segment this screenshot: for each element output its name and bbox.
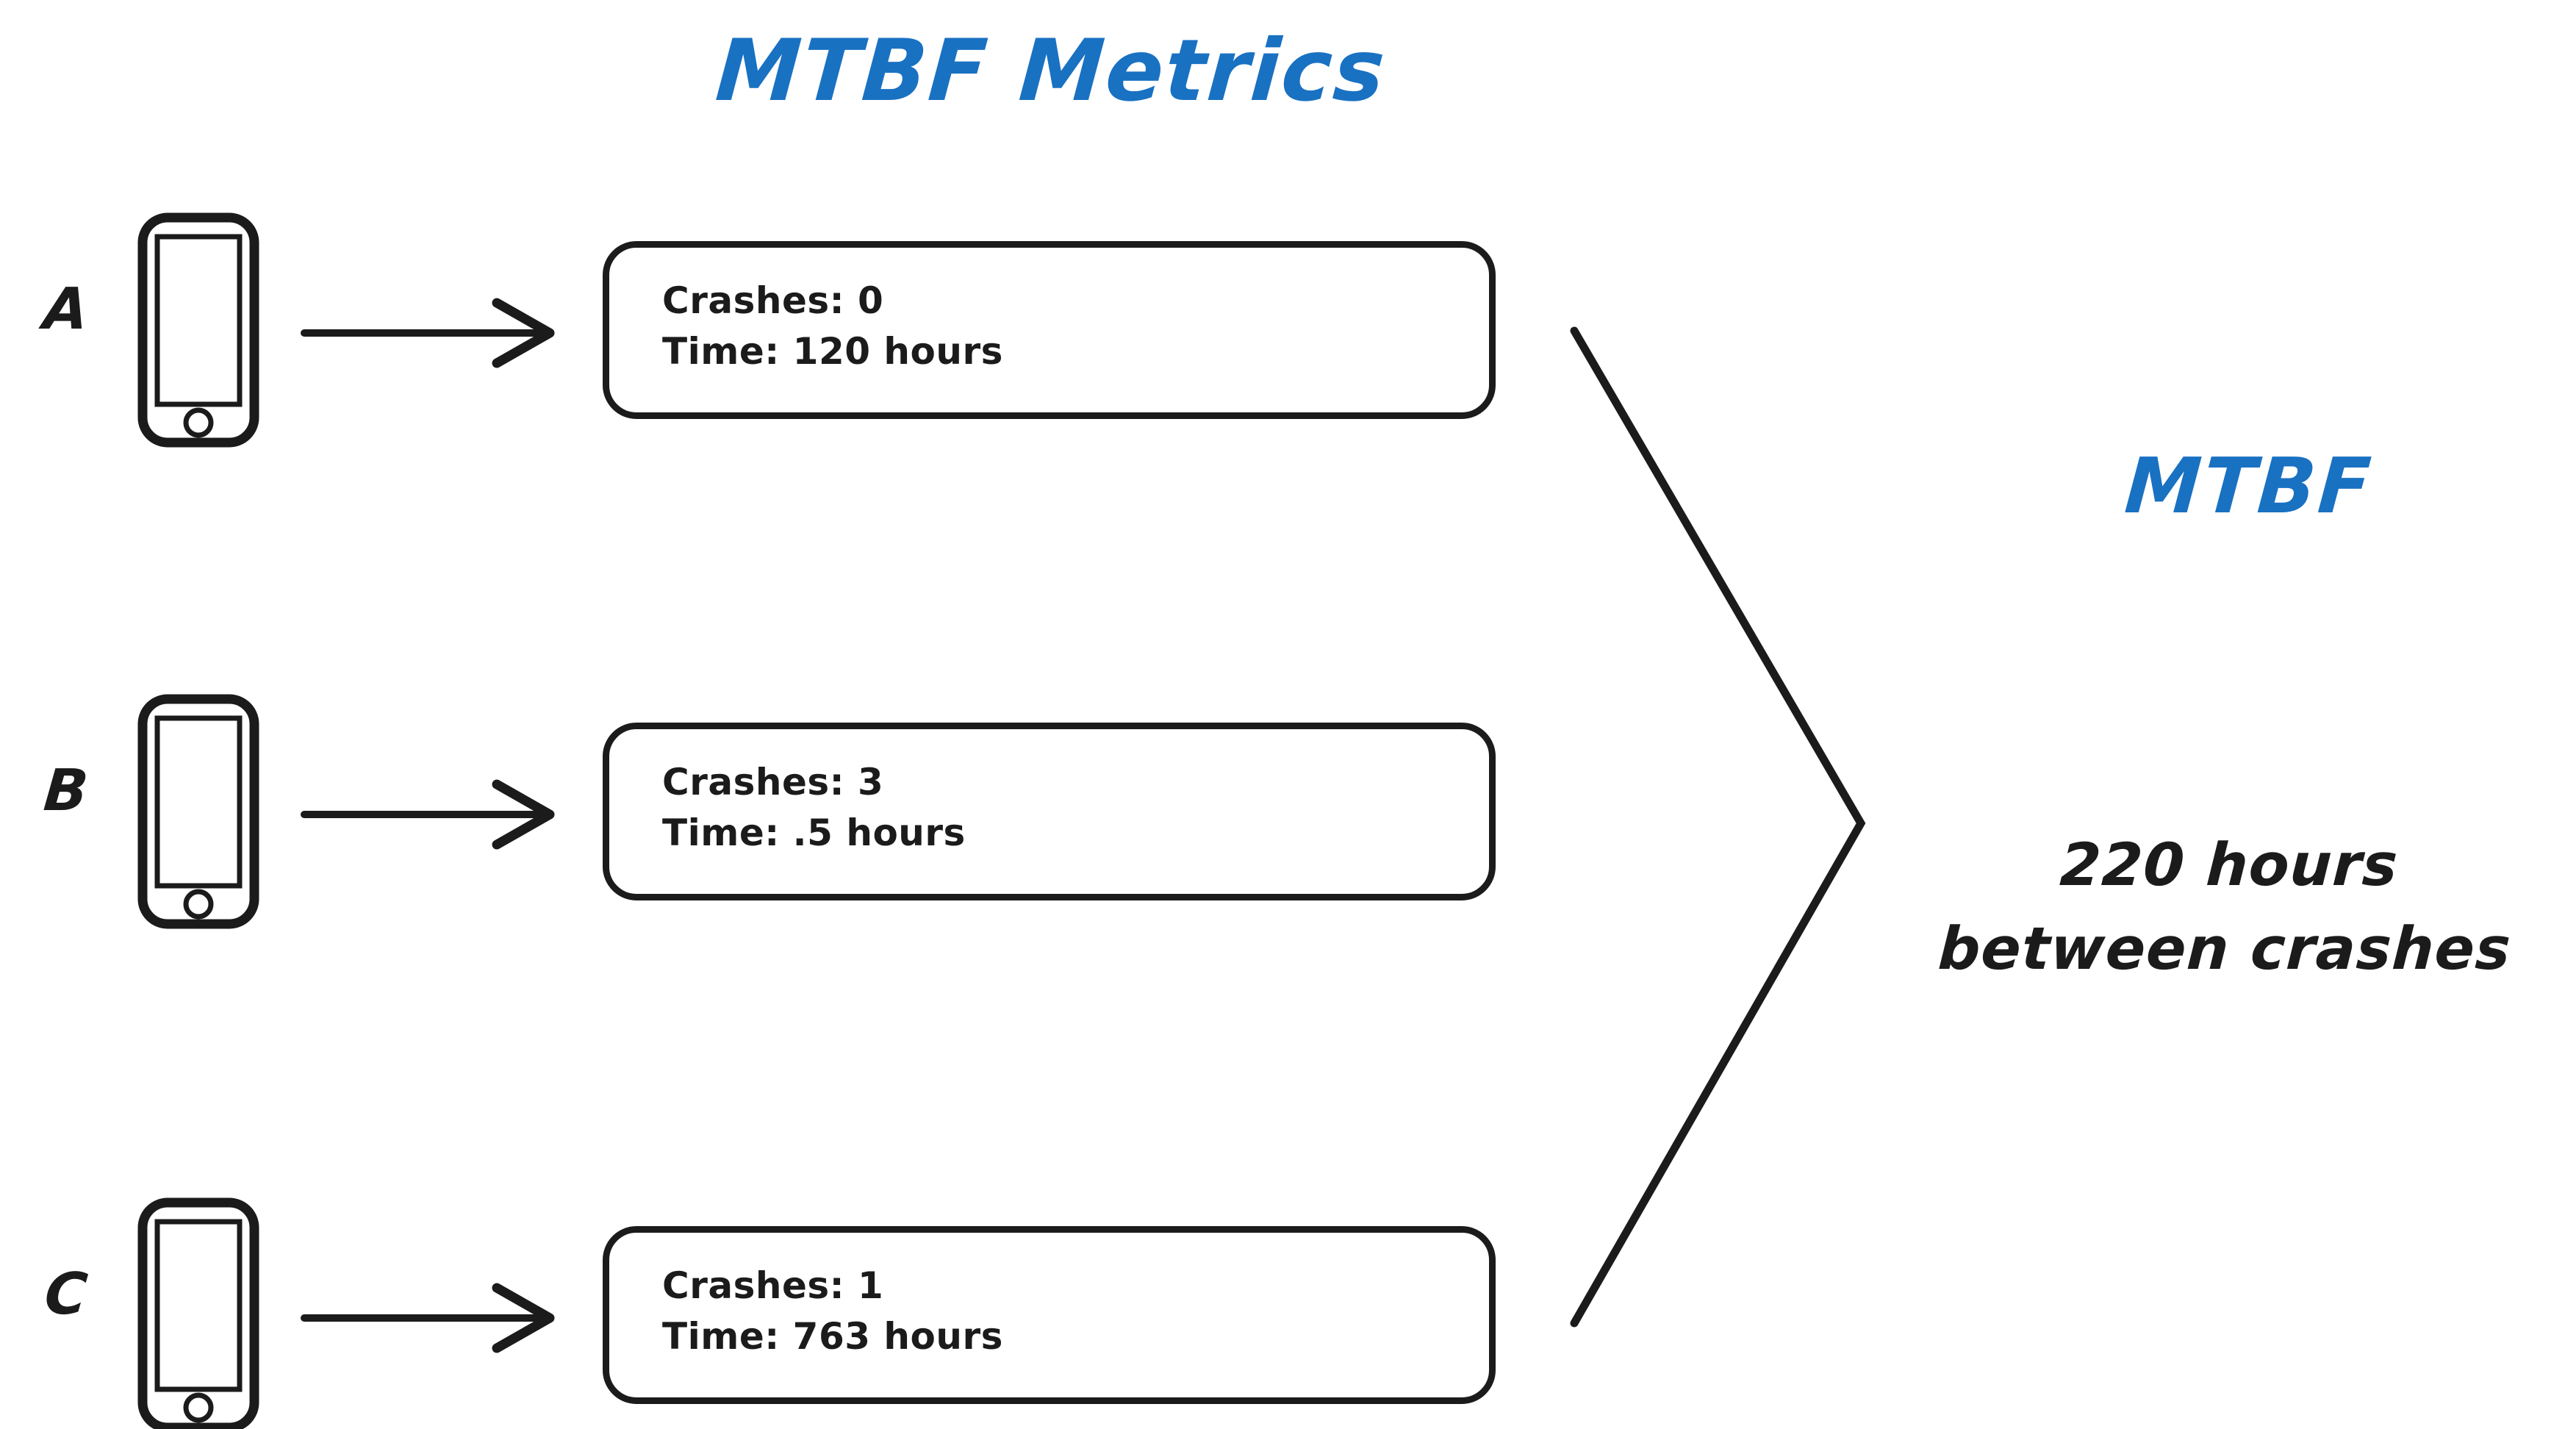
metric-time-c: Time: 763 hours [662,1315,1003,1358]
metric-box-b: Crashes: 3 Time: .5 hours [603,723,1496,900]
metric-crashes-a: Crashes: 0 [662,279,884,322]
arrow-right-icon [300,1278,557,1358]
converging-chevron-icon [1543,294,1896,1353]
metric-box-a: Crashes: 0 Time: 120 hours [603,241,1496,419]
metric-time-b: Time: .5 hours [662,812,966,854]
result-value-line-1: 220 hours [2058,831,2400,899]
device-label-c: C [42,1261,90,1328]
result-value-line-2: between crashes [1936,914,2514,983]
device-row-c: C Crashes: 1 Time: 763 hours [0,1191,1543,1429]
smartphone-icon [137,693,260,930]
smartphone-icon [137,212,260,448]
device-label-a: A [40,276,92,343]
result-value: 220 hours between crashes [1877,823,2576,990]
page-title: MTBF Metrics [712,21,1390,121]
device-row-a: A Crashes: 0 Time: 120 hours [0,206,1543,456]
arrow-right-icon [300,293,557,373]
device-row-b: B Crashes: 3 Time: .5 hours [0,687,1543,937]
metric-box-c: Crashes: 1 Time: 763 hours [603,1226,1496,1404]
metric-crashes-c: Crashes: 1 [662,1264,884,1307]
arrow-right-icon [300,774,557,855]
smartphone-icon [137,1197,260,1429]
result-title: MTBF [2122,441,2376,531]
metric-crashes-b: Crashes: 3 [662,761,884,803]
device-label-b: B [41,758,91,824]
metric-time-a: Time: 120 hours [662,330,1003,373]
